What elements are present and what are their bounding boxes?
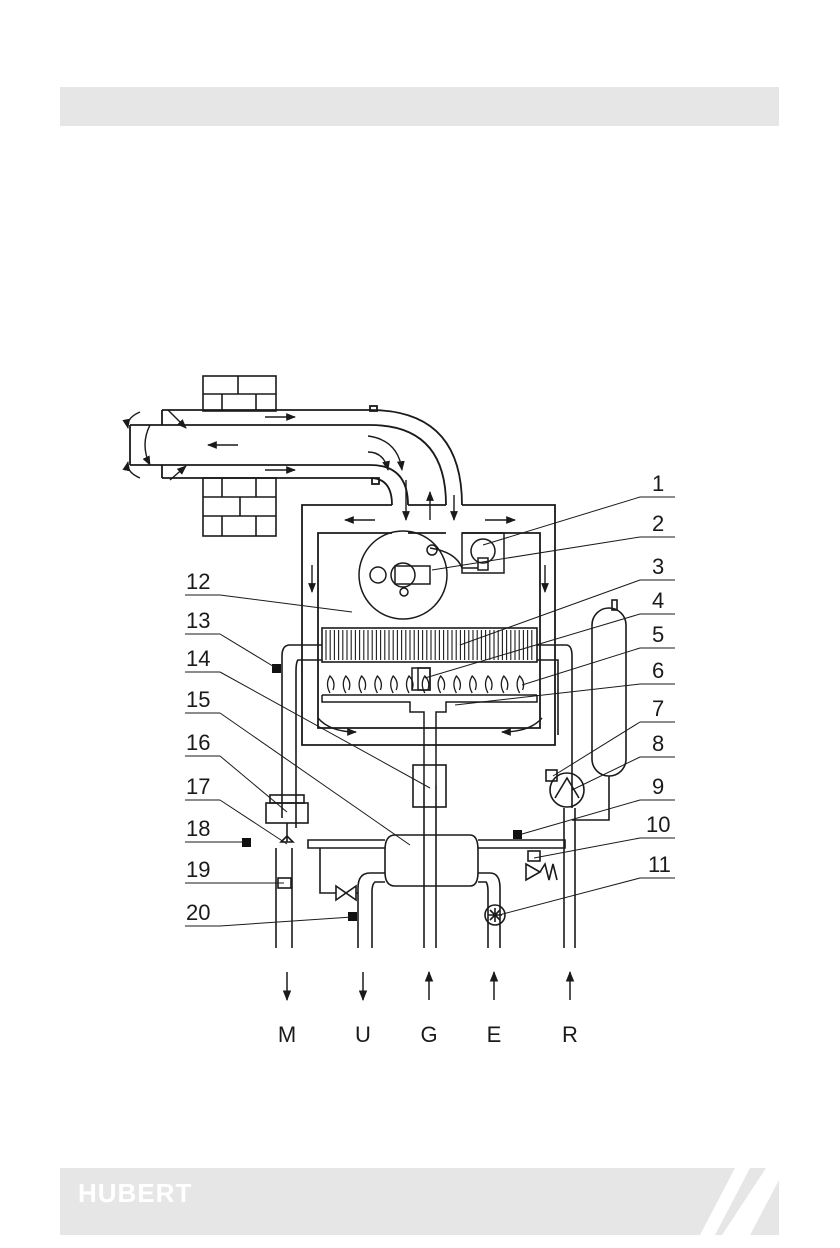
callout-20: 20 — [186, 900, 210, 925]
expansion-vessel — [572, 600, 626, 820]
brand-logo: HUBERT — [78, 1180, 192, 1206]
boiler-body — [302, 505, 555, 745]
connection-label-u: U — [355, 1022, 371, 1047]
burner — [322, 668, 537, 785]
callout-19: 19 — [186, 857, 210, 882]
callout-6: 6 — [652, 658, 664, 683]
callout-15: 15 — [186, 687, 210, 712]
callout-8: 8 — [652, 731, 664, 756]
connection-label-g: G — [420, 1022, 437, 1047]
callout-7: 7 — [652, 696, 664, 721]
callout-9: 9 — [652, 774, 664, 799]
callout-10: 10 — [646, 812, 670, 837]
callout-18: 18 — [186, 816, 210, 841]
callout-1: 1 — [652, 471, 664, 496]
connection-label-r: R — [562, 1022, 578, 1047]
callout-12: 12 — [186, 569, 210, 594]
gas-valve — [462, 533, 504, 573]
connection-arrows — [287, 972, 570, 1000]
callout-3: 3 — [652, 554, 664, 579]
callout-5: 5 — [652, 622, 664, 647]
connection-label-e: E — [487, 1022, 502, 1047]
callout-16: 16 — [186, 730, 210, 755]
wall-bricks — [203, 376, 276, 536]
fan-assembly — [359, 531, 478, 619]
connection-labels: M U G E R — [278, 1022, 578, 1047]
callout-14: 14 — [186, 646, 210, 671]
connection-label-m: M — [278, 1022, 296, 1047]
callout-11: 11 — [648, 852, 671, 877]
pump — [546, 770, 584, 807]
callout-4: 4 — [652, 588, 664, 613]
callout-17: 17 — [186, 774, 210, 799]
leader-lines — [185, 497, 675, 926]
callout-2: 2 — [652, 511, 664, 536]
callout-13: 13 — [186, 608, 210, 633]
